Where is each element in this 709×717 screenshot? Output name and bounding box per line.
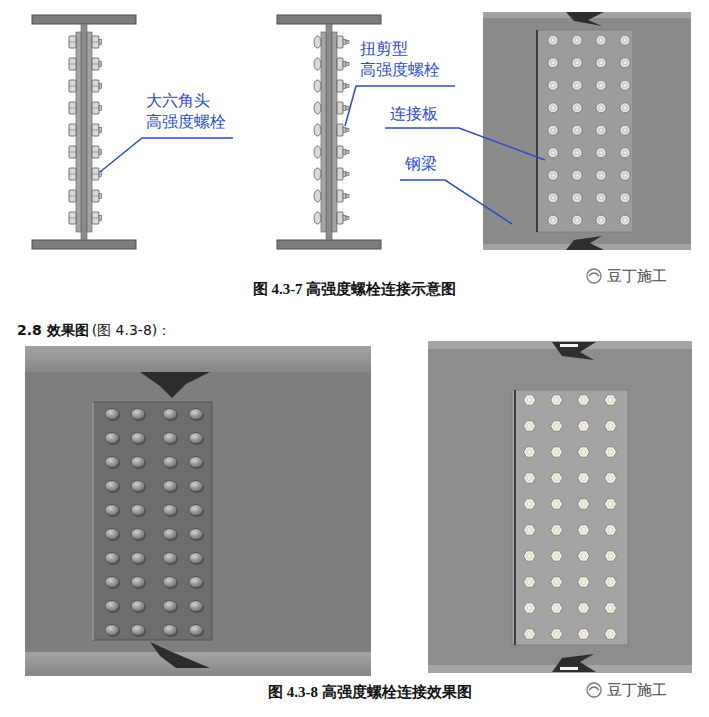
- part-label: 连接板: [390, 103, 438, 124]
- section-heading: 2.8 效果图: [17, 321, 89, 339]
- leader-line: [100, 138, 233, 172]
- beam-gap: [552, 654, 596, 672]
- flange: [32, 15, 136, 24]
- beam-gap: [552, 342, 596, 360]
- watermark-icon: [587, 683, 601, 697]
- bolt-column: [311, 31, 353, 229]
- beam-gap: [566, 236, 604, 250]
- figure-caption: 图 4.3-7 高强度螺栓连接示意图: [0, 279, 709, 299]
- icon-ring: [587, 683, 601, 697]
- bolt-column: [66, 31, 102, 229]
- watermark-icon: [587, 269, 601, 283]
- flange: [277, 15, 381, 24]
- figure-caption: 图 4.3-8 高强度螺栓连接效果图: [268, 682, 472, 702]
- part-label: 钢梁: [405, 153, 437, 174]
- flange: [277, 240, 381, 249]
- plate-edge: [92, 402, 94, 640]
- callout-label: 扭剪型 高强度螺栓: [360, 38, 440, 80]
- watermark: 豆丁施工: [607, 266, 667, 286]
- steel-beam: [483, 12, 691, 250]
- steel-beam: [428, 341, 692, 673]
- effect-view-hex: [428, 341, 692, 673]
- beam-gap: [140, 372, 210, 398]
- icon-ring: [587, 269, 601, 283]
- plate-edge: [536, 30, 538, 232]
- gap-light: [560, 667, 578, 670]
- figure-reference: (图 4.3-8)：: [92, 321, 172, 339]
- callout-label: 大六角头 高强度螺栓: [146, 90, 226, 132]
- flange-edge: [25, 346, 371, 372]
- leader-line: [400, 180, 512, 224]
- icon-curve: [589, 273, 599, 276]
- leader-line: [345, 86, 455, 126]
- beam-view: [483, 12, 691, 250]
- gap-light: [560, 344, 578, 347]
- effect-view-dome: [25, 346, 371, 676]
- beam-gap: [566, 12, 604, 26]
- bolt-grid: [105, 402, 217, 642]
- flange: [32, 240, 136, 249]
- beam-gap: [150, 642, 210, 668]
- h-section-hex: [32, 15, 136, 249]
- icon-curve: [589, 687, 599, 690]
- steel-beam: [25, 346, 371, 676]
- watermark: 豆丁施工: [607, 680, 667, 700]
- bolt-grid: [541, 29, 637, 231]
- plate-edge: [514, 390, 516, 645]
- bolt-grid: [516, 387, 624, 647]
